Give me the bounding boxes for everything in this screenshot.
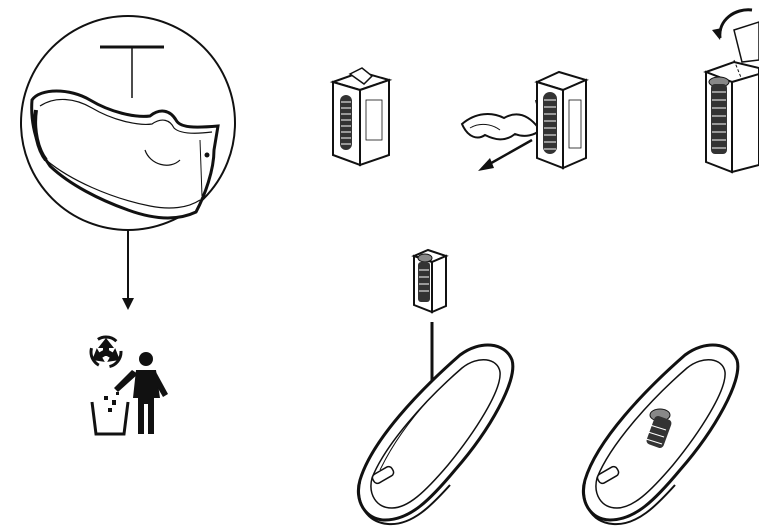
person-disposing-icon [114,352,168,434]
old-cover-detail-icon [21,16,235,230]
refill-box-open-icon [537,72,586,168]
dispenser-base-icon [358,345,512,524]
flip-lid-icon [706,10,759,172]
refill-box-closed-icon [333,68,389,165]
arrow-down-icon [122,230,134,310]
peel-off-film-icon [462,100,542,171]
recycle-icon [88,337,124,367]
refill-cartridge-icon [414,250,446,312]
trash-bin-icon [92,392,128,434]
dispenser-loaded-icon [583,345,737,524]
